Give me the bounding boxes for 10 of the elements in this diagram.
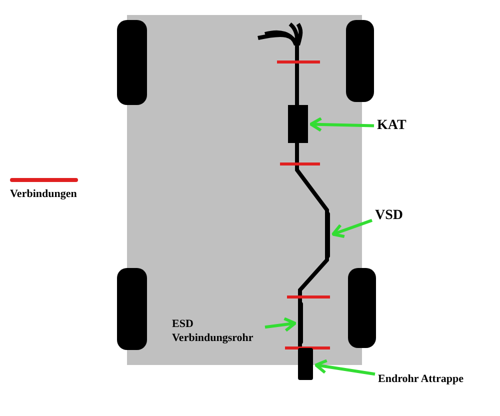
part-label: ESD Verbindungsrohr (172, 318, 262, 346)
part-label: KAT (377, 117, 406, 134)
part-label: Endrohr Attrappe (378, 373, 464, 387)
part-label: VSD (375, 207, 404, 224)
tail-pipe (298, 348, 313, 380)
catalytic-converter (288, 105, 308, 143)
arrow (264, 317, 296, 332)
arrow (310, 116, 374, 132)
legend-label: Verbindungen (10, 188, 77, 202)
arrow (314, 359, 376, 376)
